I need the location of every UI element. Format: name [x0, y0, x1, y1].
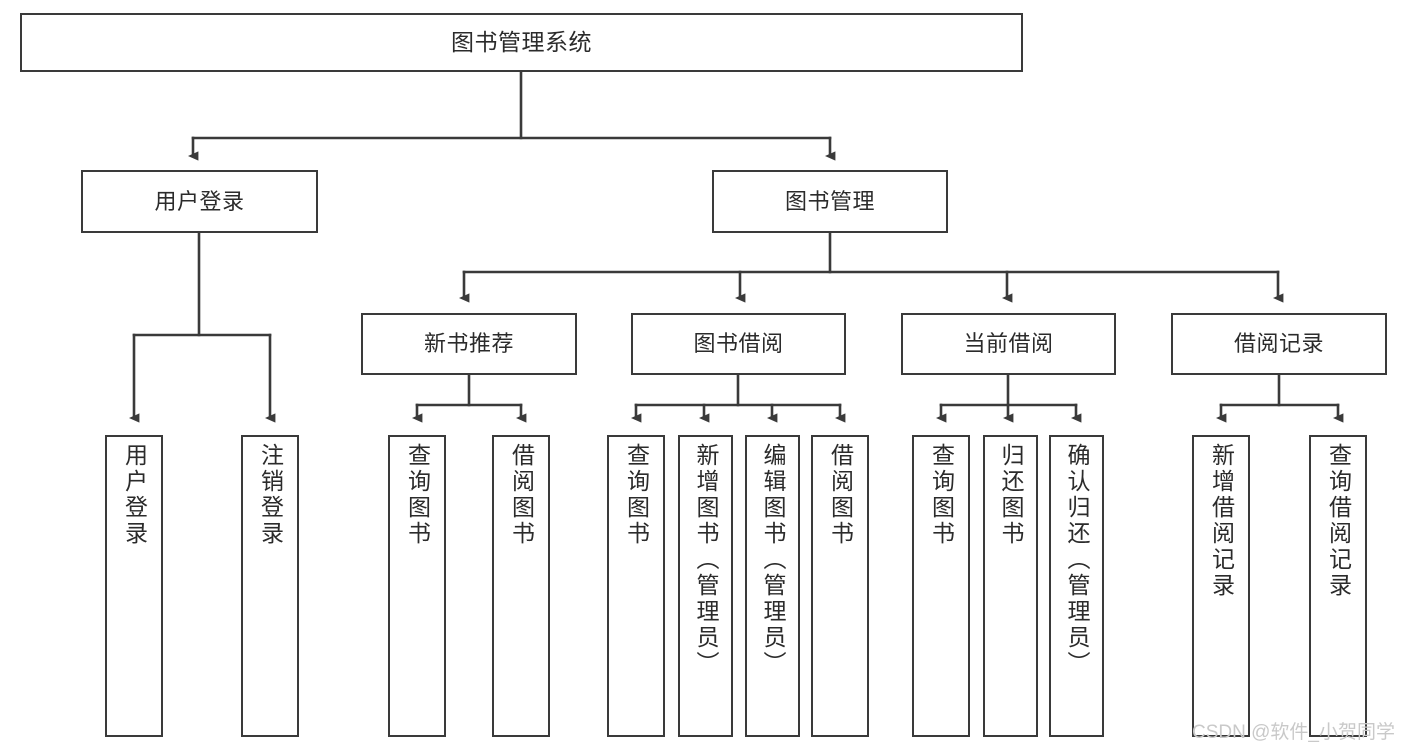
node-label: 归还图书 — [998, 443, 1024, 547]
node-label: 图书借阅 — [693, 331, 784, 357]
node-label: 用户登录 — [154, 188, 245, 214]
leaf-book-borrow-edit-book-admin[interactable]: 编辑图书（管理员） — [745, 435, 800, 737]
node-current-borrow[interactable]: 当前借阅 — [901, 313, 1116, 375]
node-label: 注销登录 — [257, 443, 284, 547]
node-label: 查询借阅记录 — [1325, 443, 1352, 599]
leaf-current-borrow-query-book[interactable]: 查询图书 — [912, 435, 970, 737]
node-borrow-record[interactable]: 借阅记录 — [1171, 313, 1387, 375]
node-label: 新增图书（管理员） — [693, 443, 719, 677]
node-label: 图书管理 — [784, 188, 875, 214]
node-label: 查询图书 — [404, 443, 431, 547]
leaf-current-borrow-return-book[interactable]: 归还图书 — [983, 435, 1038, 737]
leaf-borrow-record-add-record[interactable]: 新增借阅记录 — [1192, 435, 1250, 737]
leaf-book-borrow-borrow-book[interactable]: 借阅图书 — [811, 435, 869, 737]
node-user-login[interactable]: 用户登录 — [81, 170, 318, 233]
node-label: 借阅图书 — [508, 443, 535, 547]
node-label: 新增借阅记录 — [1208, 443, 1235, 599]
leaf-book-borrow-add-book-admin[interactable]: 新增图书（管理员） — [678, 435, 733, 737]
node-book-borrow[interactable]: 图书借阅 — [631, 313, 846, 375]
node-root-library-system[interactable]: 图书管理系统 — [20, 13, 1023, 72]
leaf-new-book-query-book[interactable]: 查询图书 — [388, 435, 446, 737]
node-label: 新书推荐 — [423, 331, 514, 357]
leaf-new-book-borrow-book[interactable]: 借阅图书 — [492, 435, 550, 737]
node-label: 图书管理系统 — [451, 29, 592, 56]
node-label: 借阅记录 — [1233, 331, 1324, 357]
node-label: 当前借阅 — [963, 331, 1054, 357]
csdn-watermark: CSDN @软件_小贺同学 — [1192, 722, 1395, 743]
node-label: 查询图书 — [928, 443, 955, 547]
leaf-borrow-record-query-record[interactable]: 查询借阅记录 — [1309, 435, 1367, 737]
node-label: 借阅图书 — [827, 443, 854, 547]
node-book-management[interactable]: 图书管理 — [712, 170, 948, 233]
leaf-current-borrow-confirm-return-admin[interactable]: 确认归还（管理员） — [1049, 435, 1104, 737]
node-label: 用户登录 — [121, 443, 148, 547]
node-label: 确认归还（管理员） — [1064, 443, 1090, 677]
node-label: 查询图书 — [623, 443, 650, 547]
leaf-user-login-logout[interactable]: 注销登录 — [241, 435, 299, 737]
node-new-book-recommend[interactable]: 新书推荐 — [361, 313, 577, 375]
node-label: 编辑图书（管理员） — [760, 443, 786, 677]
leaf-user-login-login[interactable]: 用户登录 — [105, 435, 163, 737]
leaf-book-borrow-query-book[interactable]: 查询图书 — [607, 435, 665, 737]
